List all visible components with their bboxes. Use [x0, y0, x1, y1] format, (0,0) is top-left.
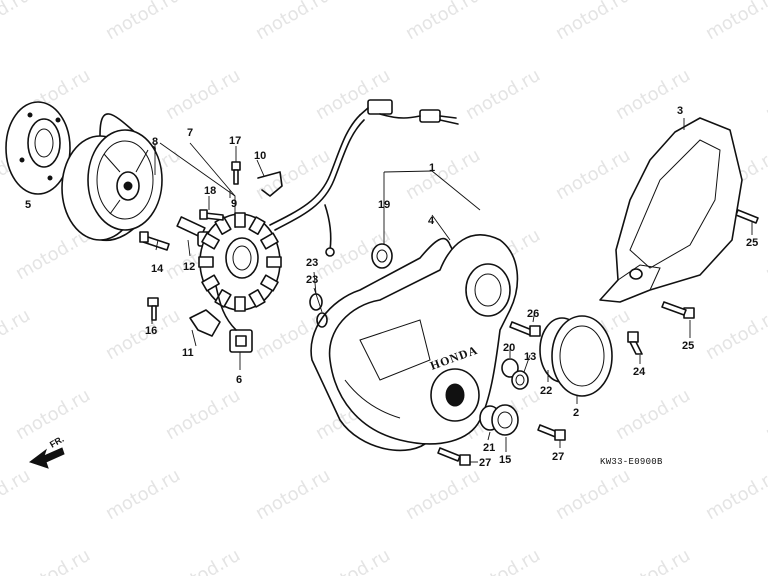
callout-27: 27	[479, 457, 491, 469]
leader-lines	[151, 118, 753, 463]
watermark-text: motod.ru	[402, 465, 484, 524]
watermark-text: motod.ru	[12, 545, 94, 576]
direction-arrow: FR.	[28, 434, 66, 469]
watermark-text: motod.ru	[0, 0, 34, 44]
watermark-text: motod.ru	[552, 465, 634, 524]
stator-tooth	[234, 212, 246, 228]
watermark-text: motod.ru	[702, 465, 768, 524]
watermark-text: motod.ru	[552, 0, 634, 44]
flywheel-rotor	[61, 113, 163, 241]
watermark-text: motod.ru	[702, 305, 768, 364]
callout-14: 14	[151, 263, 164, 275]
callout-23: 23	[306, 257, 318, 269]
diagram-code: KW33-E0900B	[600, 457, 663, 467]
bolts	[139, 161, 759, 466]
callout-25: 25	[746, 237, 758, 249]
wire-clamp	[257, 171, 283, 197]
watermark-text: motod.ru	[762, 385, 768, 444]
alternator-stator	[198, 212, 282, 312]
callout-8: 8	[152, 136, 158, 148]
watermark-text: motod.ru	[762, 225, 768, 284]
watermark-text: motod.ru	[402, 0, 484, 44]
callout-18: 18	[204, 185, 216, 197]
callout-19: 19	[378, 199, 390, 211]
crankcase-cover: HONDA	[328, 234, 519, 445]
watermark-text: motod.ru	[402, 145, 484, 204]
callout-10: 10	[254, 150, 266, 162]
watermark-text: motod.ru	[702, 0, 768, 44]
callout-13: 13	[524, 351, 536, 363]
callout-24: 24	[633, 366, 646, 378]
watermark-text: motod.ru	[252, 465, 334, 524]
direction-label: FR.	[48, 434, 66, 450]
callout-25-b: 25	[682, 340, 694, 352]
watermark-text: motod.ru	[612, 385, 694, 444]
callout-23-b: 23	[306, 274, 318, 286]
seal-and-dowels	[309, 243, 393, 328]
callout-16: 16	[145, 325, 157, 337]
stator-tooth	[260, 274, 279, 292]
watermark-text: motod.ru	[0, 305, 34, 364]
cap-cover	[539, 315, 613, 397]
stator-tooth	[201, 232, 220, 250]
callout-12: 12	[183, 261, 195, 273]
callout-labels: 1 2 3 4 5 6 7 8 9 10 11 12 13 14 15 16 1…	[25, 105, 758, 469]
pulse-generator	[189, 285, 253, 353]
watermark-text: motod.ru	[162, 65, 244, 124]
watermark-text: motod.ru	[252, 0, 334, 44]
flywheel-spacer	[5, 101, 71, 195]
watermark-text: motod.ru	[12, 385, 94, 444]
stator-tooth	[266, 256, 282, 268]
watermark-text: motod.ru	[462, 545, 544, 576]
watermark-text: motod.ru	[162, 385, 244, 444]
small-seals	[479, 358, 529, 436]
callout-9: 9	[231, 198, 237, 210]
callout-20: 20	[503, 342, 515, 354]
callout-15: 15	[499, 454, 511, 466]
callout-6: 6	[236, 374, 242, 386]
callout-27-b: 27	[552, 451, 564, 463]
watermark-text: motod.ru	[762, 65, 768, 124]
stator-tooth	[260, 232, 279, 250]
watermark-text: motod.ru	[102, 305, 184, 364]
callout-7: 7	[187, 127, 193, 139]
callout-17: 17	[229, 135, 241, 147]
callout-22: 22	[540, 385, 552, 397]
watermark-text: motod.ru	[102, 465, 184, 524]
callout-1: 1	[429, 162, 435, 174]
stator-tooth	[234, 296, 246, 312]
stator-tooth	[248, 289, 266, 308]
callout-11: 11	[182, 347, 194, 359]
callout-4: 4	[428, 215, 435, 227]
watermark-text: motod.ru	[312, 545, 394, 576]
callout-5: 5	[25, 199, 31, 211]
watermark-text: motod.ru	[312, 65, 394, 124]
callout-21: 21	[483, 442, 495, 454]
watermark-text: motod.ru	[0, 465, 34, 524]
stator-tooth	[248, 216, 266, 235]
wire-harness	[269, 99, 459, 257]
watermark-text: motod.ru	[552, 145, 634, 204]
callout-2: 2	[573, 407, 579, 419]
callout-26: 26	[527, 308, 539, 320]
watermark-text: motod.ru	[612, 545, 694, 576]
watermark-text: motod.ru	[162, 545, 244, 576]
sprocket-cover	[599, 117, 743, 303]
watermark-text: motod.ru	[762, 545, 768, 576]
watermark-text: motod.ru	[462, 65, 544, 124]
stator-tooth	[198, 256, 214, 268]
callout-3: 3	[677, 105, 683, 117]
stator-tooth	[201, 274, 220, 292]
watermark-text: motod.ru	[102, 0, 184, 44]
